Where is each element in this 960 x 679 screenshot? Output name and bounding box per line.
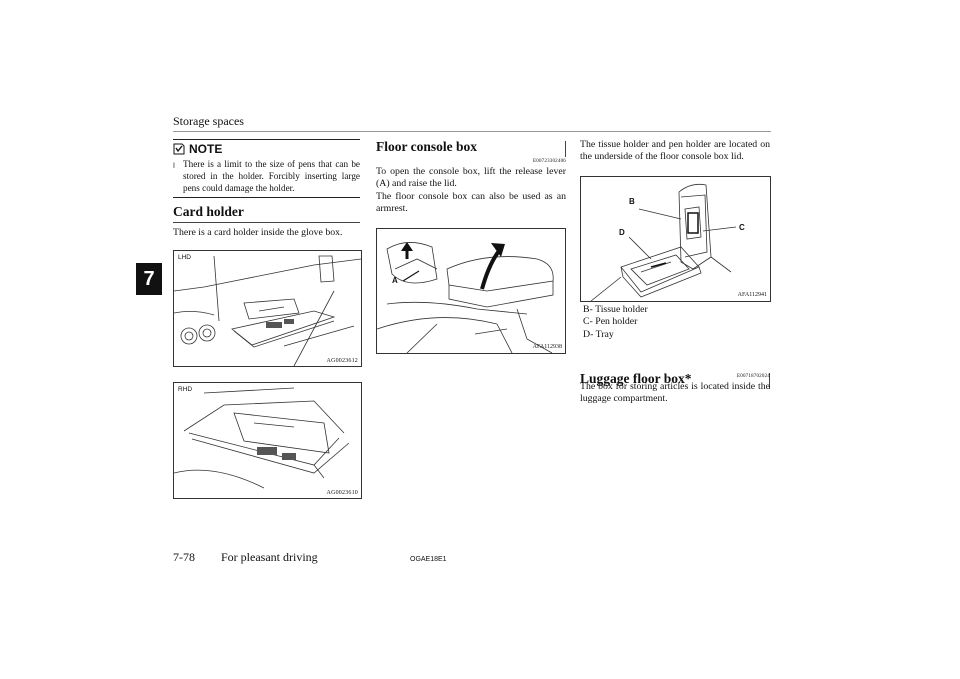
figure-code-console: AFA112938: [532, 344, 562, 350]
note-header: NOTE: [173, 140, 360, 157]
callout-d: D: [619, 228, 625, 237]
callout-c: C: [739, 223, 745, 232]
legend-item-b: B- Tissue holder: [583, 304, 648, 315]
footer-section-title: For pleasant driving: [221, 550, 318, 564]
luggage-title-text: Luggage floor box*: [580, 371, 692, 386]
floor-console-text-2: The floor console box can also be used a…: [376, 191, 566, 215]
tissue-intro-text: The tissue holder and pen holder are loc…: [580, 139, 770, 163]
bullet-icon: l: [173, 162, 175, 170]
luggage-title: Luggage floor box*: [580, 371, 770, 389]
callout-b: B: [629, 197, 635, 206]
legend-item-c: C- Pen holder: [583, 316, 638, 328]
note-label: NOTE: [189, 141, 223, 156]
luggage-text: The box for storing articles is located …: [580, 381, 770, 405]
floor-console-title-text: Floor console box: [376, 139, 477, 154]
figure-console-lid: B C D AFA112941: [580, 176, 771, 302]
figure-label-rhd: RHD: [178, 386, 193, 393]
callout-a: A: [392, 276, 398, 285]
figure-floor-console: A AFA112938: [376, 228, 566, 354]
console-box-illustration: [376, 242, 554, 354]
header-rule: [173, 131, 771, 132]
note-item: l There is a limit to the size of pens t…: [173, 158, 360, 194]
title-tick: [565, 141, 566, 157]
figure-code-rhd: AG0023610: [326, 490, 358, 496]
legend-list: B- Tissue holder C- Pen holder D- Tray: [583, 304, 648, 341]
figure-label-lhd: LHD: [178, 254, 192, 261]
floor-console-code: E00723302406: [533, 159, 566, 164]
document-code: OGAE18E1: [410, 556, 447, 563]
figure-rhd-glovebox: RHD AG0023610: [173, 382, 362, 499]
page-number: 7-78: [173, 550, 195, 564]
luggage-code: E00718702024: [737, 374, 770, 379]
note-text: There is a limit to the size of pens tha…: [183, 159, 360, 193]
figure-lhd-glovebox: LHD AG0023612: [173, 250, 362, 367]
glovebox-lhd-illustration: [173, 255, 362, 367]
figure-code-lhd: AG0023612: [326, 358, 358, 364]
glovebox-rhd-illustration: [173, 387, 350, 489]
figure-code-lid: AFA112941: [737, 292, 767, 298]
console-lid-illustration: [590, 183, 737, 302]
note-box: NOTE l There is a limit to the size of p…: [173, 139, 360, 198]
legend-item-d: D- Tray: [583, 328, 614, 340]
floor-console-title: Floor console box: [376, 139, 566, 157]
running-header: Storage spaces: [173, 114, 244, 128]
card-holder-text: There is a card holder inside the glove …: [173, 227, 343, 238]
title-tick: [769, 373, 770, 389]
note-icon: [173, 143, 185, 154]
floor-console-text-1: To open the console box, lift the releas…: [376, 166, 566, 190]
card-holder-title: Card holder: [173, 204, 360, 223]
chapter-tab: 7: [136, 263, 162, 295]
